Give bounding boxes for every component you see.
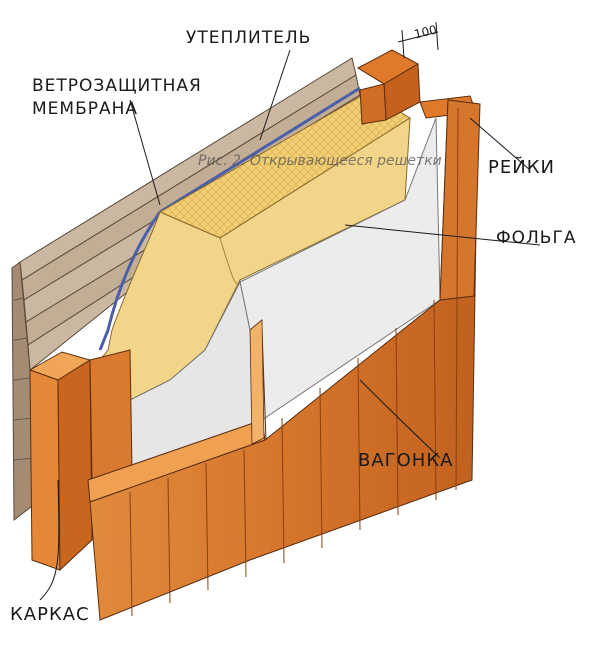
figure-caption: Рис. 2. Открывающееся решетки [198, 154, 442, 168]
label-battens: РЕЙКИ [488, 159, 555, 177]
label-lining: ВАГОНКА [358, 452, 453, 470]
label-frame: КАРКАС [10, 606, 90, 624]
label-wind-barrier-line2: МЕМБРАНА [32, 101, 138, 118]
label-foil: ФОЛЬГА [496, 230, 576, 247]
label-insulation: УТЕПЛИТЕЛЬ [186, 30, 311, 47]
label-wind-barrier-line1: ВЕТРОЗАЩИТНАЯ [32, 78, 202, 95]
